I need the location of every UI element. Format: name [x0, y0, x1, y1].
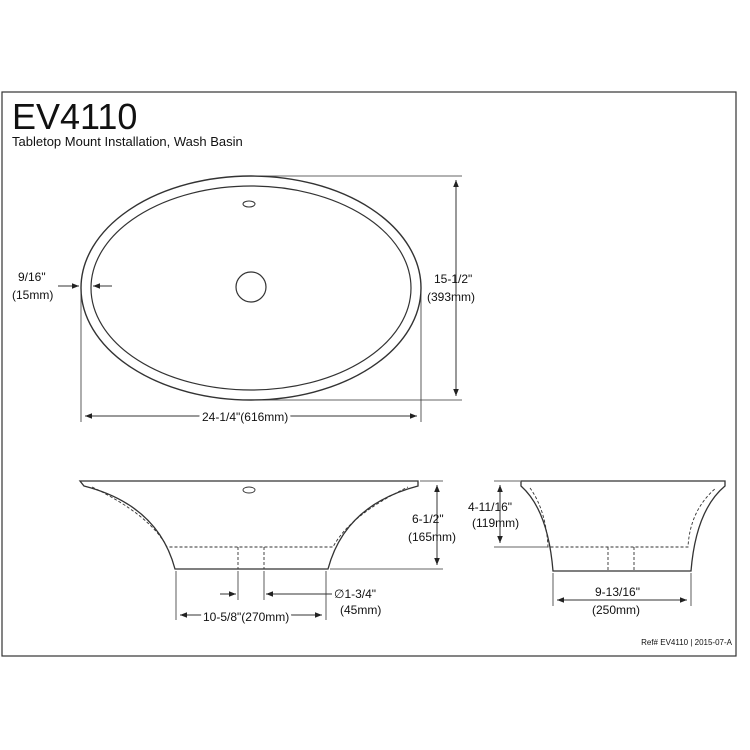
- base-width-in: 9-13/16": [595, 585, 640, 599]
- depth-in: 15-1/2": [434, 272, 472, 286]
- basin-side-profile: [520, 480, 726, 572]
- drain-dia-mm: (45mm): [340, 603, 381, 617]
- product-description: Tabletop Mount Installation, Wash Basin: [12, 134, 243, 149]
- basin-outer-rim: [80, 175, 422, 401]
- reference-code: Ref# EV4110 | 2015-07-A: [641, 638, 732, 647]
- drain-hole: [235, 271, 267, 303]
- basin-inner-rim: [90, 185, 412, 391]
- side-view: [494, 480, 726, 606]
- basin-front-profile: [78, 480, 419, 570]
- base-length-label: 10-5/8"(270mm): [203, 610, 289, 624]
- base-width-mm: (250mm): [592, 603, 640, 617]
- front-view: [78, 480, 443, 620]
- rim-width-in: 9/16": [18, 270, 46, 284]
- length-label: 24-1/4"(616mm): [202, 410, 288, 424]
- height-mm: (165mm): [408, 530, 456, 544]
- sheet-border: [1, 91, 737, 657]
- overflow-hole: [242, 200, 256, 208]
- rim-width-mm: (15mm): [12, 288, 53, 302]
- model-title: EV4110: [12, 96, 138, 137]
- inner-depth-mm: (119mm): [472, 516, 519, 530]
- drain-dia-in: ∅1-3/4": [334, 587, 376, 601]
- inner-bowl-dashed: [91, 486, 409, 548]
- depth-mm: (393mm): [427, 290, 475, 304]
- side-inner-bowl-dashed: [529, 487, 717, 548]
- inner-depth-in: 4-11/16": [468, 500, 512, 514]
- top-view: [58, 175, 462, 422]
- height-in: 6-1/2": [412, 512, 444, 526]
